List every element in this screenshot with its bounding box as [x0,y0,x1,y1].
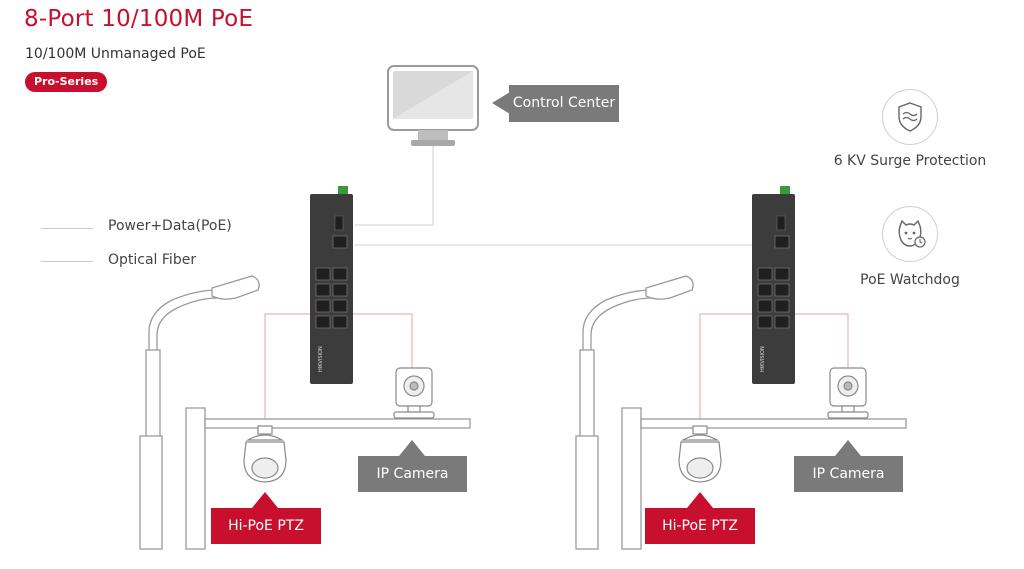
right-ip-camera-icon [827,367,869,419]
page-title: 8-Port 10/100M PoE [24,6,254,32]
control-center-pointer [492,92,510,114]
control-center-label: Control Center [509,85,619,122]
left-camera-label-pointer [399,440,425,456]
watchdog-icon [882,206,938,262]
right-mount-beam [621,407,907,550]
left-ptz-poe-line [264,313,310,424]
left-mount-beam [185,407,471,550]
left-ptz-label: Hi-PoE PTZ [211,508,321,544]
left-ip-camera-icon [393,367,435,419]
page-subtitle: 10/100M Unmanaged PoE [25,46,206,62]
fiber-legend-line [41,261,93,262]
poe-legend-line [41,228,93,229]
uplink-line [355,146,434,226]
poe-watchdog-label: PoE Watchdog [860,272,960,288]
right-camera-poe-line [795,313,849,368]
right-ptz-label-pointer [687,492,713,508]
left-camera-label: IP Camera [358,456,467,492]
shield-surge-icon [882,89,938,145]
left-camera-poe-line [353,313,413,368]
right-poe-switch: HIKVISION [752,186,795,384]
right-street-pole [575,275,694,550]
left-ptz-label-pointer [252,492,278,508]
monitor-icon [387,65,479,146]
left-street-pole [139,275,260,550]
series-badge: Pro-Series [25,72,108,92]
right-camera-label: IP Camera [794,456,903,492]
left-switch-brand: HIKVISION [318,346,324,372]
poe-legend-label: Power+Data(PoE) [108,218,232,234]
surge-protection-label: 6 KV Surge Protection [833,153,987,169]
left-poe-switch: HIKVISION [310,186,353,384]
right-ptz-poe-line [699,313,752,424]
right-ptz-label: Hi-PoE PTZ [645,508,755,544]
right-switch-brand: HIKVISION [760,346,766,372]
left-ptz-camera-icon [243,425,287,483]
right-ptz-camera-icon [678,425,722,483]
fiber-legend-label: Optical Fiber [108,252,197,268]
right-camera-label-pointer [835,440,861,456]
